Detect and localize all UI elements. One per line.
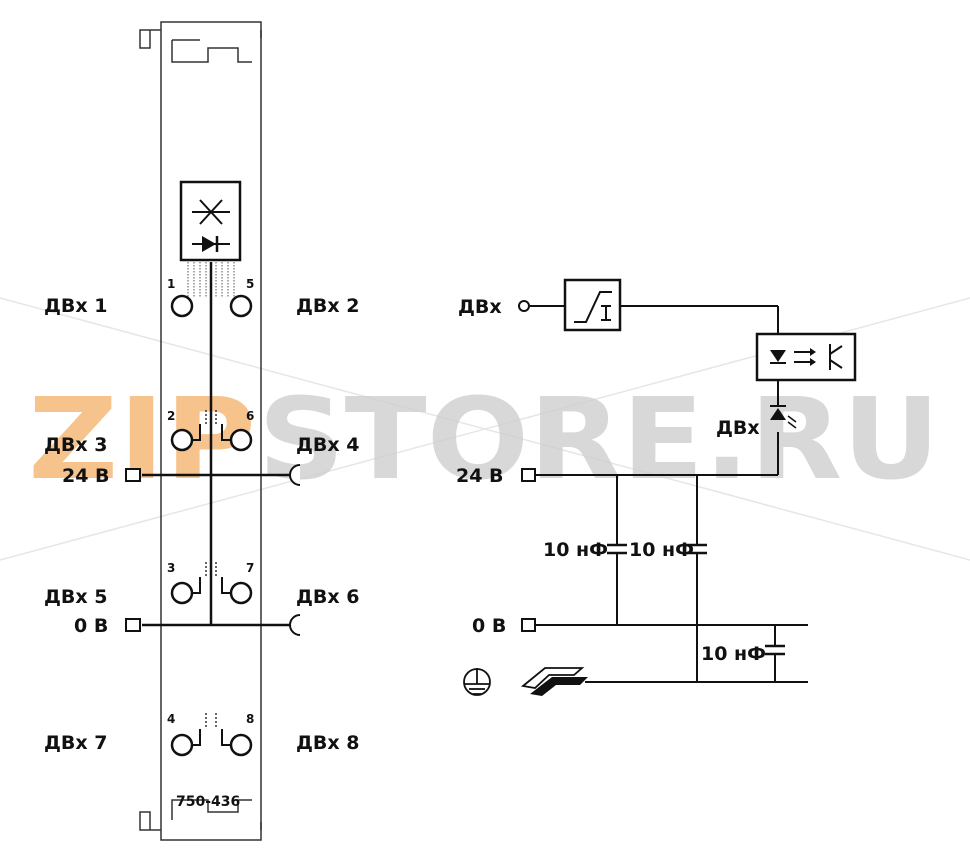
schematic-labels: ДВх ДВх 24 В 0 В 10 нФ 10 нФ 10 нФ [456, 296, 766, 665]
label-led: ДВх [716, 417, 760, 439]
pin-numbers: 1 5 2 6 3 7 4 8 [167, 277, 254, 726]
pin-5: 5 [246, 277, 254, 291]
label-input-4: ДВх 4 [296, 434, 360, 456]
module-housing [139, 21, 262, 841]
label-cap-1: 10 нФ [543, 539, 608, 561]
label-input-2: ДВх 2 [296, 295, 360, 317]
label-supply-plus: 24 В [62, 465, 110, 487]
status-led-icon [770, 405, 797, 429]
module-labels: ДВх 1 ДВх 3 ДВх 5 ДВх 7 ДВх 2 ДВх 4 ДВх … [44, 295, 360, 810]
label-supply-plus-right: 24 В [456, 465, 504, 487]
optocoupler-icon [755, 332, 857, 382]
switch-marks [192, 424, 231, 746]
schematic-wires [530, 305, 808, 683]
module-terminals [125, 464, 301, 636]
pin-6: 6 [246, 409, 254, 423]
label-supply-zero-right: 0 В [472, 615, 506, 637]
pin-7: 7 [246, 561, 254, 575]
ground-icon [463, 668, 491, 696]
label-input-6: ДВх 6 [296, 586, 360, 608]
pin-1: 1 [167, 277, 175, 291]
label-supply-zero: 0 В [74, 615, 108, 637]
input-terminal-icon [518, 300, 530, 312]
pin-3: 3 [167, 561, 175, 575]
label-input-7: ДВх 7 [44, 732, 108, 754]
watermark: ZIP STORE.RU [28, 375, 940, 505]
input-filter-block [563, 278, 622, 332]
status-led-block [179, 180, 242, 298]
switch-dots [205, 410, 217, 729]
watermark-store: STORE.RU [258, 375, 940, 505]
label-cap-3: 10 нФ [701, 643, 766, 665]
diode-icon [202, 236, 216, 252]
label-input-8: ДВх 8 [296, 732, 360, 754]
pin-2: 2 [167, 409, 175, 423]
label-input-3: ДВх 3 [44, 434, 108, 456]
label-cap-2: 10 нФ [629, 539, 694, 561]
din-rail-icon [520, 667, 588, 696]
watermark-zip: ZIP [28, 375, 256, 505]
schematic-terminals [521, 468, 536, 632]
internal-bus [142, 262, 290, 627]
pin-4: 4 [167, 712, 175, 726]
pin-8: 8 [246, 712, 254, 726]
part-number: 750-436 [176, 794, 240, 810]
capacitor-icons [607, 543, 785, 656]
label-input: ДВх [458, 296, 502, 318]
label-input-1: ДВх 1 [44, 295, 108, 317]
label-input-5: ДВх 5 [44, 586, 108, 608]
